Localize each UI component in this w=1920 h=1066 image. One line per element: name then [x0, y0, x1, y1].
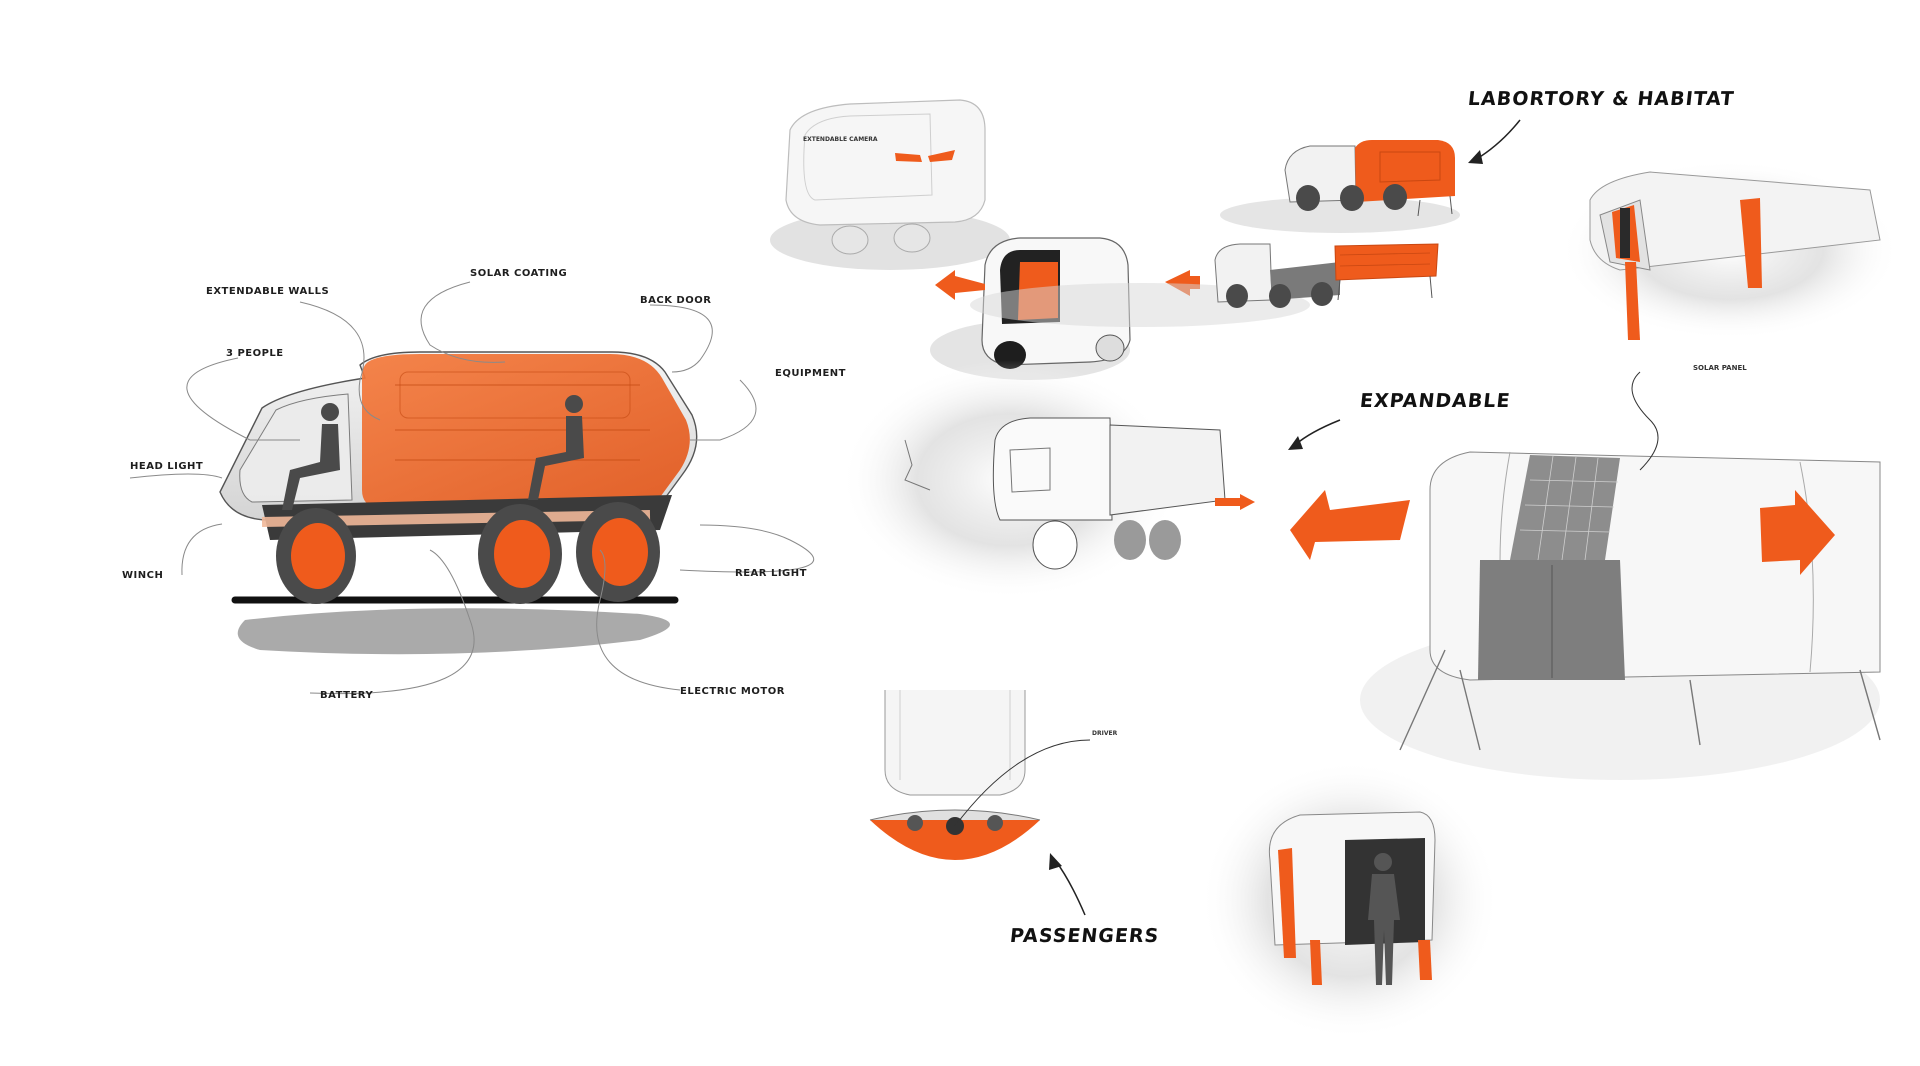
rover-wheel-icon: [276, 508, 356, 604]
callout-3-people: 3 PEOPLE: [226, 348, 284, 359]
rover-wheel-icon: [576, 502, 660, 602]
orange-habitat-module: [362, 354, 690, 509]
callout-electric-motor: ELECTRIC MOTOR: [680, 686, 785, 697]
arrow-left-icon: [1165, 270, 1200, 296]
arrow-left-icon: [1290, 490, 1410, 560]
cab-window: [239, 393, 353, 503]
solar-habitat-sketch: [1290, 371, 1881, 780]
callout-back-door: BACK DOOR: [640, 295, 712, 306]
heading-passengers: PASSENGERS: [1008, 925, 1161, 947]
callout-battery: BATTERY: [320, 690, 374, 701]
callout-head-light: HEAD LIGHT: [130, 461, 204, 472]
habitat-closeup-sketch: [1560, 160, 1900, 340]
callout-equipment: EQUIPMENT: [775, 368, 846, 379]
heading-lab-habitat: LABORTORY & HABITAT: [1466, 88, 1736, 110]
callout-extendable-walls: EXTENDABLE WALLS: [206, 286, 330, 297]
label-solar-panel: SOLAR PANEL: [1693, 364, 1747, 372]
callout-rear-light: REAR LIGHT: [735, 568, 807, 579]
arrow-right-icon: [1215, 494, 1255, 510]
human-figure-icon: [528, 395, 584, 500]
human-figure-icon: [282, 403, 340, 510]
expanding-sequence: [930, 237, 1439, 380]
callout-lines: [129, 281, 814, 695]
label-extendable-camera: EXTENDABLE CAMERA: [803, 136, 878, 143]
label-driver: DRIVER: [1092, 730, 1118, 737]
lab-habitat-rover-sketch: [1220, 119, 1521, 233]
expandable-rover-sketch: [840, 360, 1341, 600]
arrow-right-icon: [1760, 490, 1835, 575]
passenger-topview-sketch: [869, 690, 1091, 916]
heading-expandable: EXPANDABLE: [1358, 390, 1512, 412]
human-figure-icon: [1368, 853, 1400, 985]
habitat-person-sketch: [1200, 760, 1500, 1040]
ground-shadow: [237, 608, 670, 655]
callout-winch: WINCH: [122, 570, 164, 581]
callout-solar-coating: SOLAR COATING: [470, 268, 568, 279]
main-rover-sketch: [129, 281, 814, 695]
camera-rover-sketch: [770, 99, 1010, 270]
arrow-left-icon: [935, 270, 985, 300]
rover-wheel-icon: [478, 504, 562, 604]
